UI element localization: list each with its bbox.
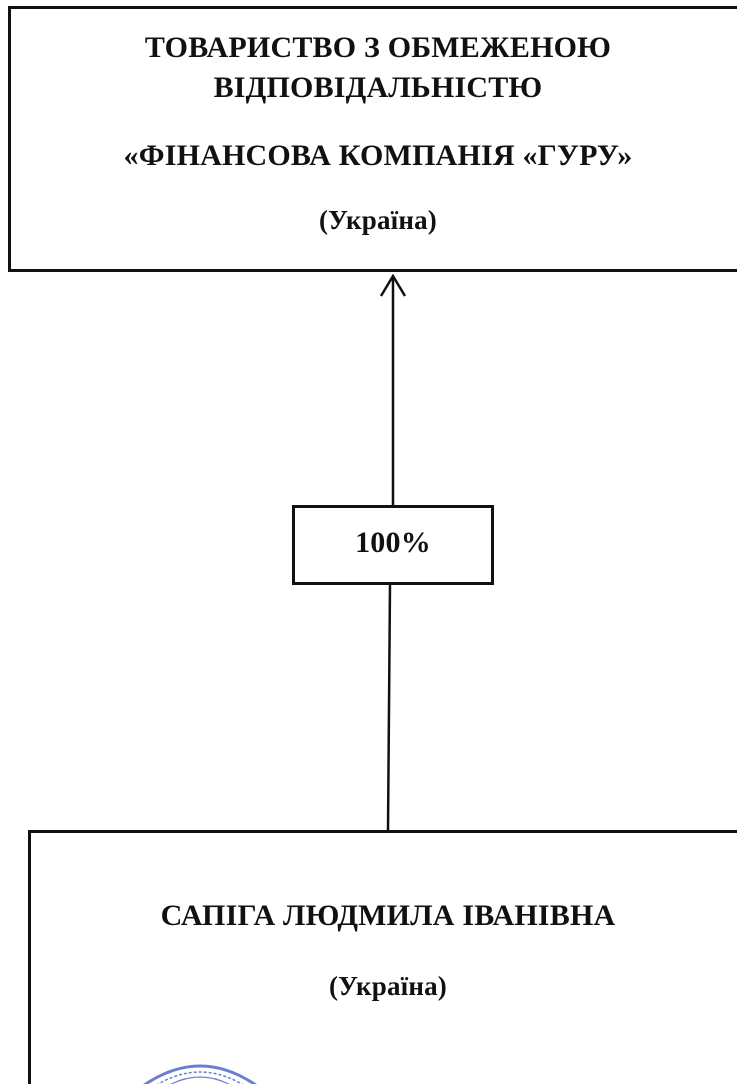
ownership-share-label: 100%	[355, 526, 431, 559]
owner-country: (Україна)	[328, 971, 447, 1001]
owner-name: САПІГА ЛЮДМИЛА ІВАНІВНА	[160, 899, 616, 932]
company-name-line-3: «ФІНАНСОВА КОМПАНІЯ «ГУРУ»	[123, 139, 633, 172]
arrow-head-icon	[379, 273, 407, 297]
company-name-line-2: ВІДПОВІДАЛЬНІСТЮ	[213, 71, 543, 104]
company-country: (Україна)	[318, 205, 437, 235]
lower-connector-line	[386, 584, 392, 831]
owner-box: САПІГА ЛЮДМИЛА ІВАНІВНА (Україна)	[28, 830, 737, 1084]
company-name-line-1: ТОВАРИСТВО З ОБМЕЖЕНОЮ	[144, 31, 612, 64]
ownership-share-box: 100%	[292, 505, 494, 585]
stamp-fragment-icon	[143, 1064, 257, 1084]
company-box: ТОВАРИСТВО З ОБМЕЖЕНОЮ ВІДПОВІДАЛЬНІСТЮ …	[8, 6, 737, 272]
